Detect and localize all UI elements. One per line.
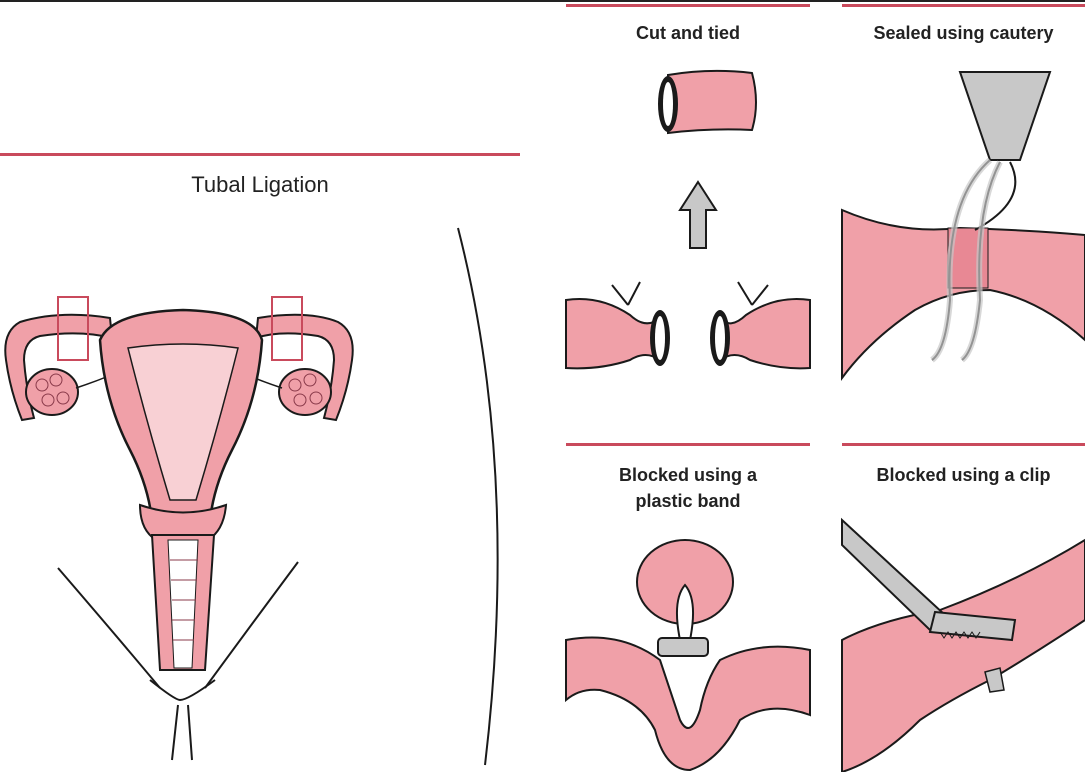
body-outline-right <box>458 228 498 765</box>
tied-tube-right <box>710 282 810 368</box>
cut-tube-result <box>658 71 756 133</box>
tied-tube-left <box>566 282 670 368</box>
body-outline-left-thigh <box>58 568 160 688</box>
body-outline-right-thigh <box>205 562 298 688</box>
vulva-outline <box>150 680 215 700</box>
up-arrow-icon <box>680 182 716 248</box>
cautery-forceps <box>960 72 1050 160</box>
clip-applicator <box>842 520 945 630</box>
plastic-band <box>658 638 708 656</box>
body-centerline <box>172 705 192 760</box>
